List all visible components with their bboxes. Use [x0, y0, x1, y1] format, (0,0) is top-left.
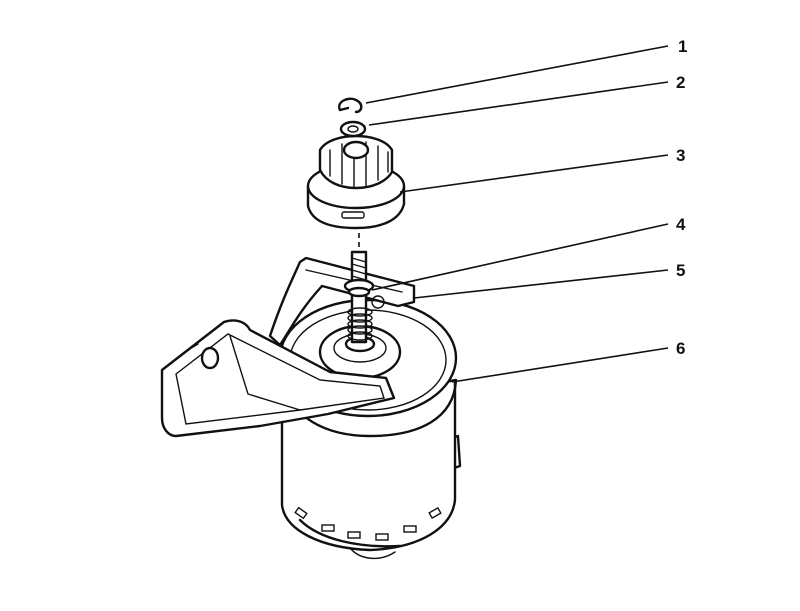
callout-4: 4	[676, 215, 686, 234]
return-spring	[347, 307, 373, 341]
thrust-washer	[339, 120, 367, 138]
callout-6: 6	[676, 339, 685, 358]
callout-3: 3	[676, 146, 685, 165]
callout-labels: 1 2 3 4 5 6	[676, 37, 687, 358]
drive-shaft-and-spring	[343, 224, 375, 344]
callout-1: 1	[678, 37, 687, 56]
pinion-gear	[306, 134, 406, 230]
callout-5: 5	[676, 261, 685, 280]
mounting-bracket	[160, 256, 416, 438]
callout-leaders	[365, 45, 669, 383]
callout-2: 2	[676, 73, 685, 92]
retaining-clip	[338, 97, 363, 114]
housing-vents	[294, 506, 442, 541]
